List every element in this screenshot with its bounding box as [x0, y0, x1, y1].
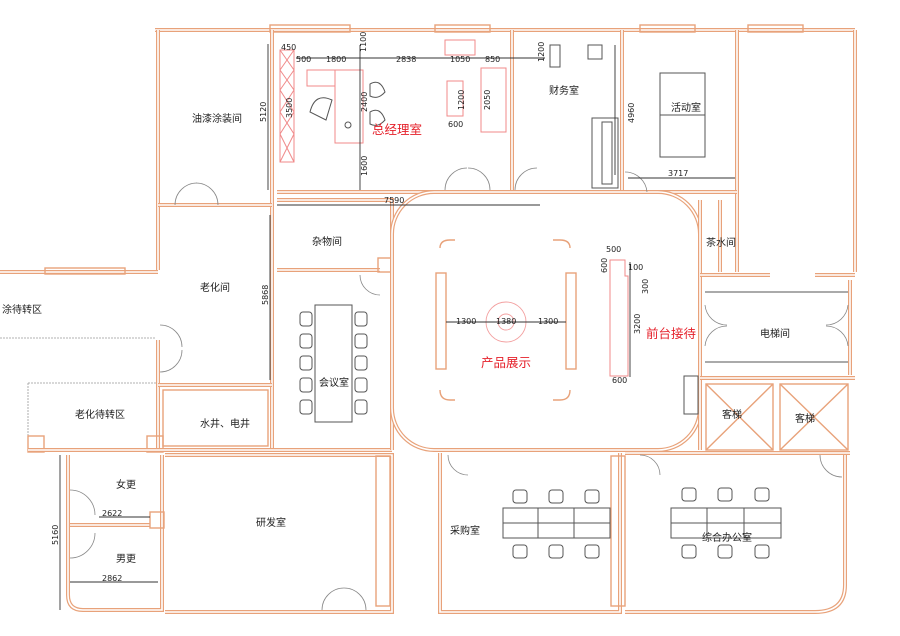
dim-text: 3500 — [285, 98, 294, 118]
dim-text: 1300 — [456, 317, 476, 326]
dim-text: 1600 — [360, 156, 369, 176]
room-label-female-locker: 女更 — [116, 478, 136, 491]
room-label-paint-waiting: 涂待转区 — [2, 303, 42, 316]
dim-text: 600 — [448, 120, 463, 129]
chair-icon — [299, 311, 313, 327]
dim-text: 2400 — [360, 92, 369, 112]
chair-icon — [548, 489, 564, 504]
dim-text: 300 — [641, 279, 650, 294]
chair-icon — [512, 489, 528, 504]
dim-text: 2862 — [102, 574, 122, 583]
chair-icon — [512, 544, 528, 559]
room-label-meeting: 会议室 — [319, 376, 349, 389]
room-label-aging-waiting: 老化待转区 — [75, 408, 125, 421]
dim-text: 5868 — [261, 285, 270, 305]
chair-icon — [299, 377, 313, 393]
room-label-reception: 前台接待 — [646, 326, 697, 341]
chair-icon — [717, 544, 733, 559]
chair-icon — [754, 487, 770, 502]
room-label-aging-room: 老化间 — [200, 281, 230, 294]
dim-text: 850 — [485, 55, 500, 64]
chair-icon — [681, 544, 697, 559]
dim-text: 1200 — [457, 90, 466, 110]
chair-icon — [584, 489, 600, 504]
chair-icon — [681, 487, 697, 502]
dim-text: 3717 — [668, 169, 688, 178]
room-labels: 总经理室 产品展示 前台接待 油漆涂装间 老化间 涂待转区 老化待转区 水井、电… — [2, 84, 815, 565]
furniture — [279, 39, 782, 539]
chair-icon — [354, 399, 368, 415]
dim-text: 5160 — [51, 525, 60, 545]
dimension-lines — [59, 44, 735, 610]
room-label-product-display: 产品展示 — [481, 355, 531, 370]
room-label-storage: 杂物间 — [312, 235, 342, 248]
dim-text: 3200 — [633, 314, 642, 334]
dim-text: 1100 — [359, 32, 368, 52]
dim-text: 1050 — [450, 55, 470, 64]
doors — [69, 167, 849, 611]
dim-text: 1300 — [538, 317, 558, 326]
dim-text: 5120 — [259, 102, 268, 122]
dim-text: 500 — [606, 245, 621, 254]
dim-text: 2622 — [102, 509, 122, 518]
room-label-activity: 活动室 — [671, 101, 701, 114]
dim-text: 500 — [296, 55, 311, 64]
room-label-tea: 茶水间 — [706, 236, 736, 249]
dim-text: 7590 — [384, 196, 404, 205]
dim-text: 4960 — [627, 103, 636, 123]
dim-text: 100 — [628, 263, 643, 272]
room-label-elevator-hall: 电梯间 — [760, 327, 790, 340]
dim-text: 1800 — [326, 55, 346, 64]
room-label-paint-room: 油漆涂装间 — [192, 112, 242, 125]
room-label-finance: 财务室 — [549, 84, 579, 97]
chair-icon — [548, 544, 564, 559]
chair-icon — [354, 355, 368, 371]
chair-icon — [299, 333, 313, 349]
dim-text: 450 — [281, 43, 296, 52]
dim-text: 1380 — [496, 317, 516, 326]
room-label-elevator-2: 客梯 — [795, 412, 815, 425]
dimension-texts: 450 500 1800 1100 2838 1050 850 5120 350… — [51, 32, 688, 583]
chair-icon — [354, 333, 368, 349]
room-label-purchasing: 采购室 — [450, 524, 480, 537]
room-label-male-locker: 男更 — [116, 553, 136, 565]
chair-icon — [754, 544, 770, 559]
chairs — [299, 311, 770, 559]
chair-icon — [717, 487, 733, 502]
dim-text: 2838 — [396, 55, 416, 64]
chair-icon — [299, 399, 313, 415]
room-label-general-manager: 总经理室 — [372, 122, 422, 137]
chair-icon — [354, 311, 368, 327]
chair-icon — [354, 377, 368, 393]
chair-icon — [299, 355, 313, 371]
dim-text: 1200 — [537, 42, 546, 62]
dim-text: 2050 — [483, 90, 492, 110]
room-label-rnd: 研发室 — [256, 516, 286, 529]
room-label-elevator-1: 客梯 — [722, 408, 742, 421]
dim-text: 600 — [612, 376, 627, 385]
room-label-shaft: 水井、电井 — [200, 417, 250, 430]
chair-icon — [584, 544, 600, 559]
room-label-office: 综合办公室 — [702, 531, 752, 544]
dim-text: 600 — [600, 258, 609, 273]
walls — [0, 24, 857, 614]
